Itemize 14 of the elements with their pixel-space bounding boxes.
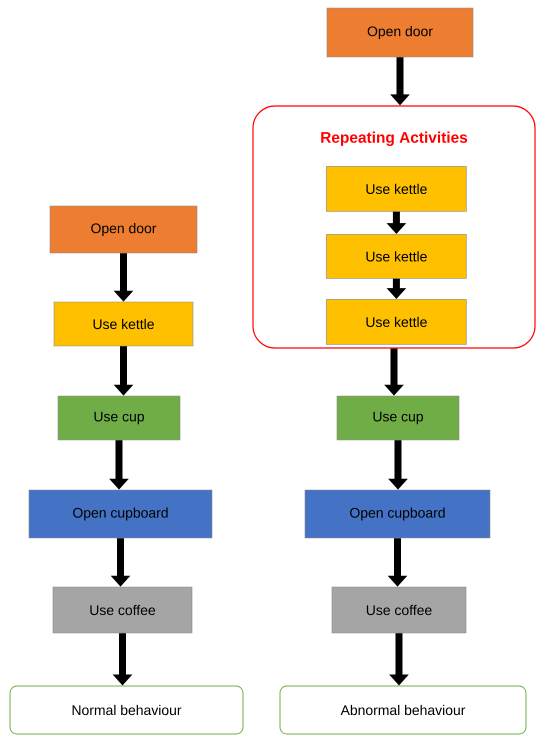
process-box: Open door [326,8,474,58]
process-box: Use cup [58,396,180,440]
process-box: Use kettle [54,302,194,346]
process-box: Use kettle [326,166,467,212]
process-box: Open cupboard [28,490,212,538]
process-box: Open door [50,206,198,254]
outcome-box: Normal behaviour [10,686,244,734]
process-box: Use kettle [326,299,467,345]
process-box: Use cup [336,396,460,440]
process-box: Use kettle [326,234,467,279]
process-box: Use coffee [332,586,466,634]
process-box: Open cupboard [304,490,490,538]
outcome-box: Abnormal behaviour [280,686,526,734]
process-box: Use coffee [52,586,192,634]
